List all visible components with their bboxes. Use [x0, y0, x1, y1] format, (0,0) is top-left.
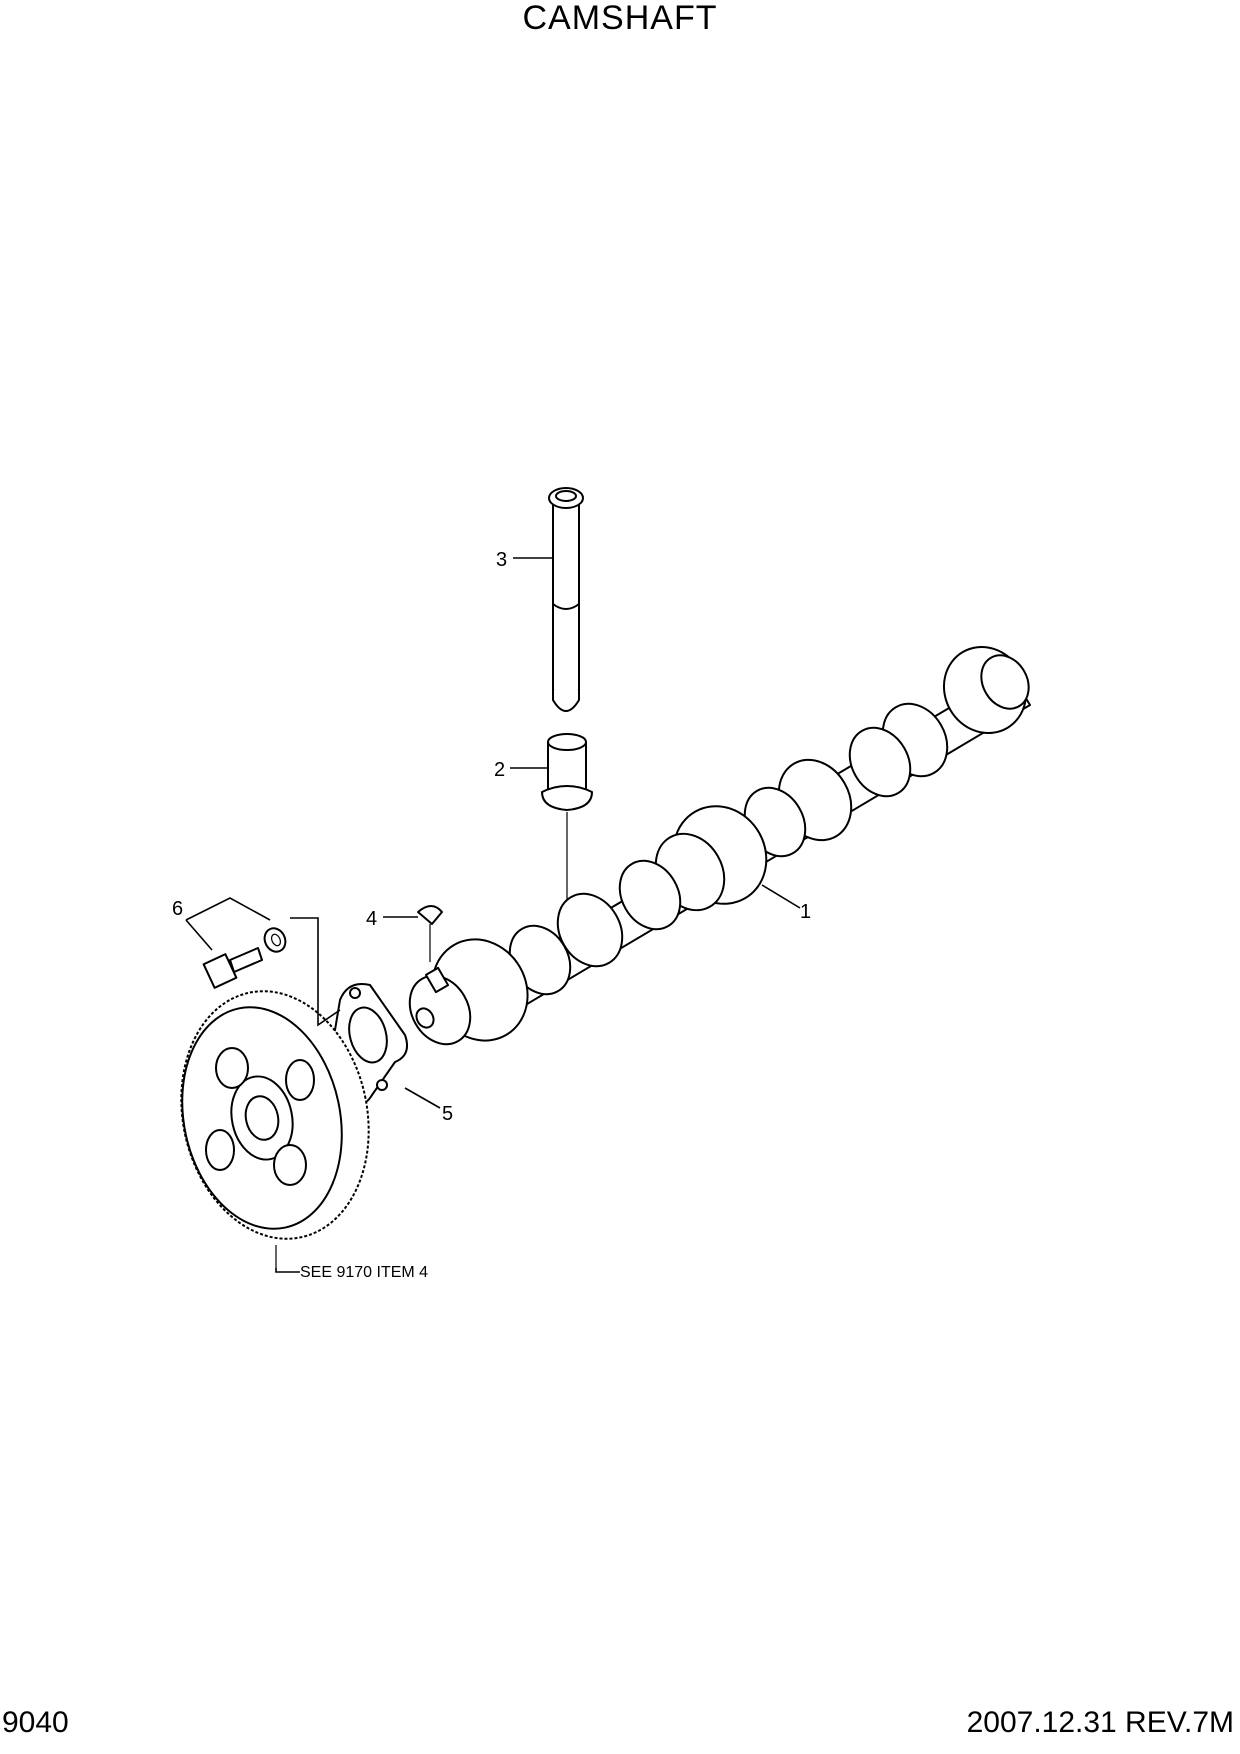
leader-lines [185, 557, 801, 1273]
push-rod [548, 487, 584, 712]
tappet [541, 733, 593, 905]
page-title: CAMSHAFT [522, 0, 718, 37]
camshaft [408, 645, 1031, 1046]
camshaft-gear [180, 990, 370, 1270]
callout-5: 5 [442, 1103, 453, 1125]
callout-4: 4 [366, 908, 377, 930]
bolt-and-washer [202, 927, 287, 989]
revision-stamp: 2007.12.31 REV.7M [966, 1706, 1234, 1739]
page-code: 9040 [2, 1706, 69, 1739]
callout-2: 2 [494, 759, 505, 781]
reference-note: SEE 9170 ITEM 4 [300, 1264, 428, 1281]
callout-3: 3 [496, 549, 507, 571]
woodruff-key [417, 905, 443, 962]
callout-1: 1 [800, 901, 811, 923]
callout-6: 6 [172, 898, 183, 920]
